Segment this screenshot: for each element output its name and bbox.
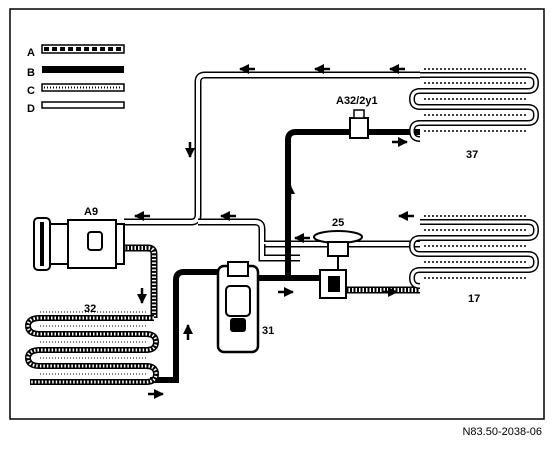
legend: A B C D <box>27 44 125 115</box>
expansion-valve-label: 25 <box>332 217 344 229</box>
legend-key-a: A <box>27 47 35 59</box>
front-evaporator: 17 <box>408 215 540 305</box>
legend-item-a: A <box>27 44 125 59</box>
shutoff-valve: A32/2y1 <box>336 95 378 139</box>
legend-line-b <box>42 66 124 73</box>
compressor-label: A9 <box>84 206 98 218</box>
condenser: 32 <box>24 303 160 385</box>
flow-arrows <box>134 64 414 399</box>
legend-line-d <box>41 101 125 109</box>
legend-key-d: D <box>27 103 35 115</box>
legend-item-b: B <box>27 66 124 79</box>
legend-key-c: C <box>27 85 35 97</box>
condenser-label: 32 <box>84 303 96 315</box>
legend-item-d: D <box>27 101 125 115</box>
expansion-valve: 25 <box>313 217 363 299</box>
suction-lines <box>124 71 420 262</box>
receiver-drier: 31 <box>216 261 274 354</box>
compressor: A9 <box>33 206 125 271</box>
shutoff-valve-label: A32/2y1 <box>336 95 378 107</box>
diagram-frame <box>9 8 545 420</box>
receiver-drier-label: 31 <box>262 325 274 337</box>
liquid-lines <box>150 129 420 383</box>
hot-gas-lines <box>124 244 420 318</box>
legend-line-a <box>41 44 125 54</box>
legend-key-b: B <box>27 67 35 79</box>
rear-evaporator: 37 <box>408 68 540 161</box>
front-evaporator-label: 17 <box>468 293 480 305</box>
rear-evaporator-label: 37 <box>466 149 478 161</box>
reference-code: N83.50-2038-06 <box>462 426 542 438</box>
legend-item-c: C <box>27 83 125 97</box>
